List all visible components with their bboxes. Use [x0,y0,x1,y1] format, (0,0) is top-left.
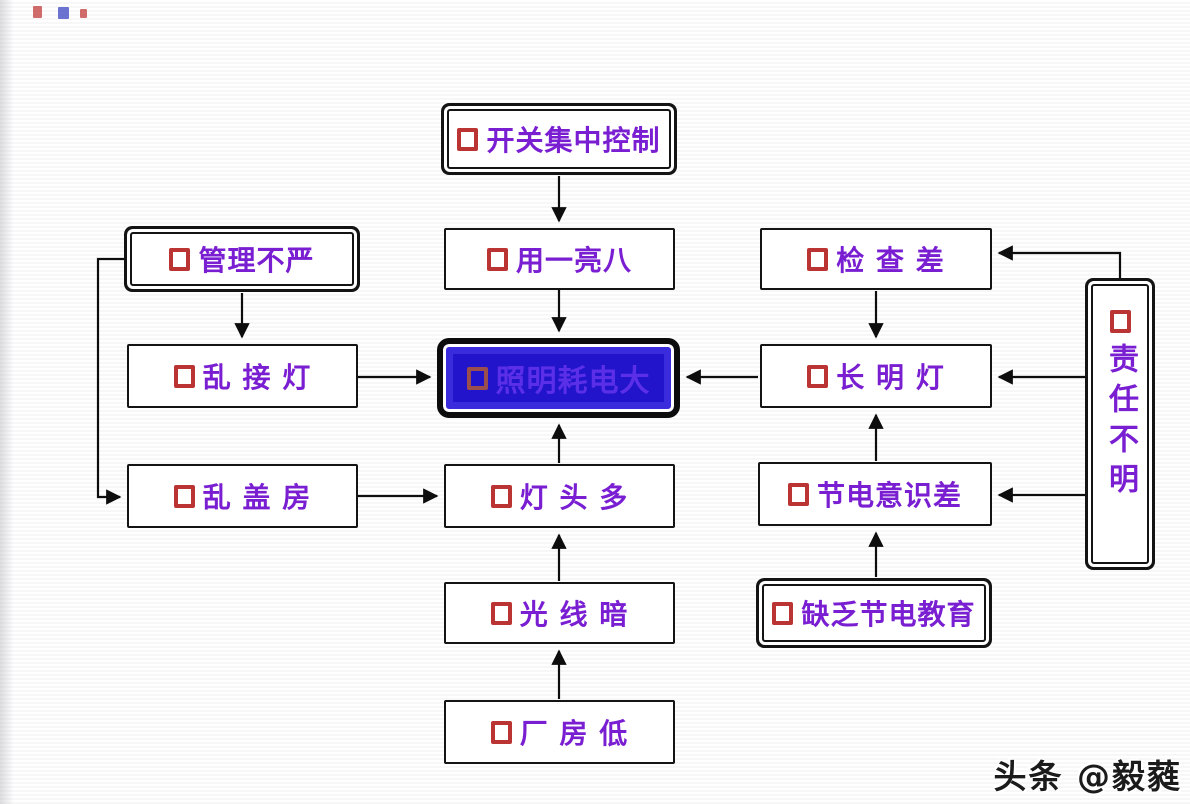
node-management-lax: 管理不严 [130,232,354,286]
node-light-dim: 光 线 暗 [444,582,675,644]
node-label: 用一亮八 [515,244,632,277]
node-factory-building-low: 厂 房 低 [444,700,675,764]
checkbox-square-icon [173,484,195,508]
checkbox-square-icon [807,247,829,271]
checkbox-square-icon [173,364,195,388]
checkbox-square-icon [1109,310,1131,333]
node-lack-energy-saving-education: 缺乏节电教育 [762,584,986,642]
node-label: 灯 头 多 [519,481,629,514]
node-many-lamp-heads: 灯 头 多 [444,464,675,528]
node-one-switch-eight-lights: 用一亮八 [444,228,675,290]
node-always-on-lamp: 长 明 灯 [760,344,992,408]
checkbox-square-icon [490,484,512,508]
node-label: 开关集中控制 [486,124,661,157]
checkbox-square-icon [169,247,191,271]
node-label: 光 线 暗 [519,598,629,631]
checkbox-square-icon [490,601,512,625]
checkbox-square-icon [486,247,508,271]
node-label: 乱 接 灯 [202,361,312,394]
node-switch-central-control: 开关集中控制 [447,109,671,169]
node-label: 照明耗电大 [495,364,651,399]
node-label: 责任不明 [1103,343,1138,503]
corner-artifact [33,6,42,18]
checkbox-square-icon [787,482,809,506]
checkbox-square-icon [772,601,794,625]
node-label: 厂 房 低 [519,717,629,750]
corner-artifact [58,7,69,19]
node-label: 检 查 差 [836,244,945,277]
node-responsibility-unclear: 责任不明 [1091,284,1149,564]
node-label: 管理不严 [198,244,315,277]
checkbox-square-icon [457,127,479,151]
node-energy-saving-awareness-poor: 节电意识差 [758,462,992,526]
node-label: 长 明 灯 [836,361,945,394]
checkbox-square-icon [466,366,488,390]
checkbox-square-icon [807,364,829,388]
node-inspection-poor: 检 查 差 [760,228,992,290]
corner-artifact [80,9,87,18]
node-label: 节电意识差 [816,479,962,512]
node-lighting-power-consumption-high: 照明耗电大 [437,338,680,418]
checkbox-square-icon [490,720,512,744]
node-label: 缺乏节电教育 [801,598,976,631]
watermark: 头条 @毅蕤 [993,757,1182,796]
node-label: 乱 盖 房 [202,481,312,514]
node-random-wiring-lamps: 乱 接 灯 [127,344,358,408]
node-random-built-rooms: 乱 盖 房 [127,464,358,528]
